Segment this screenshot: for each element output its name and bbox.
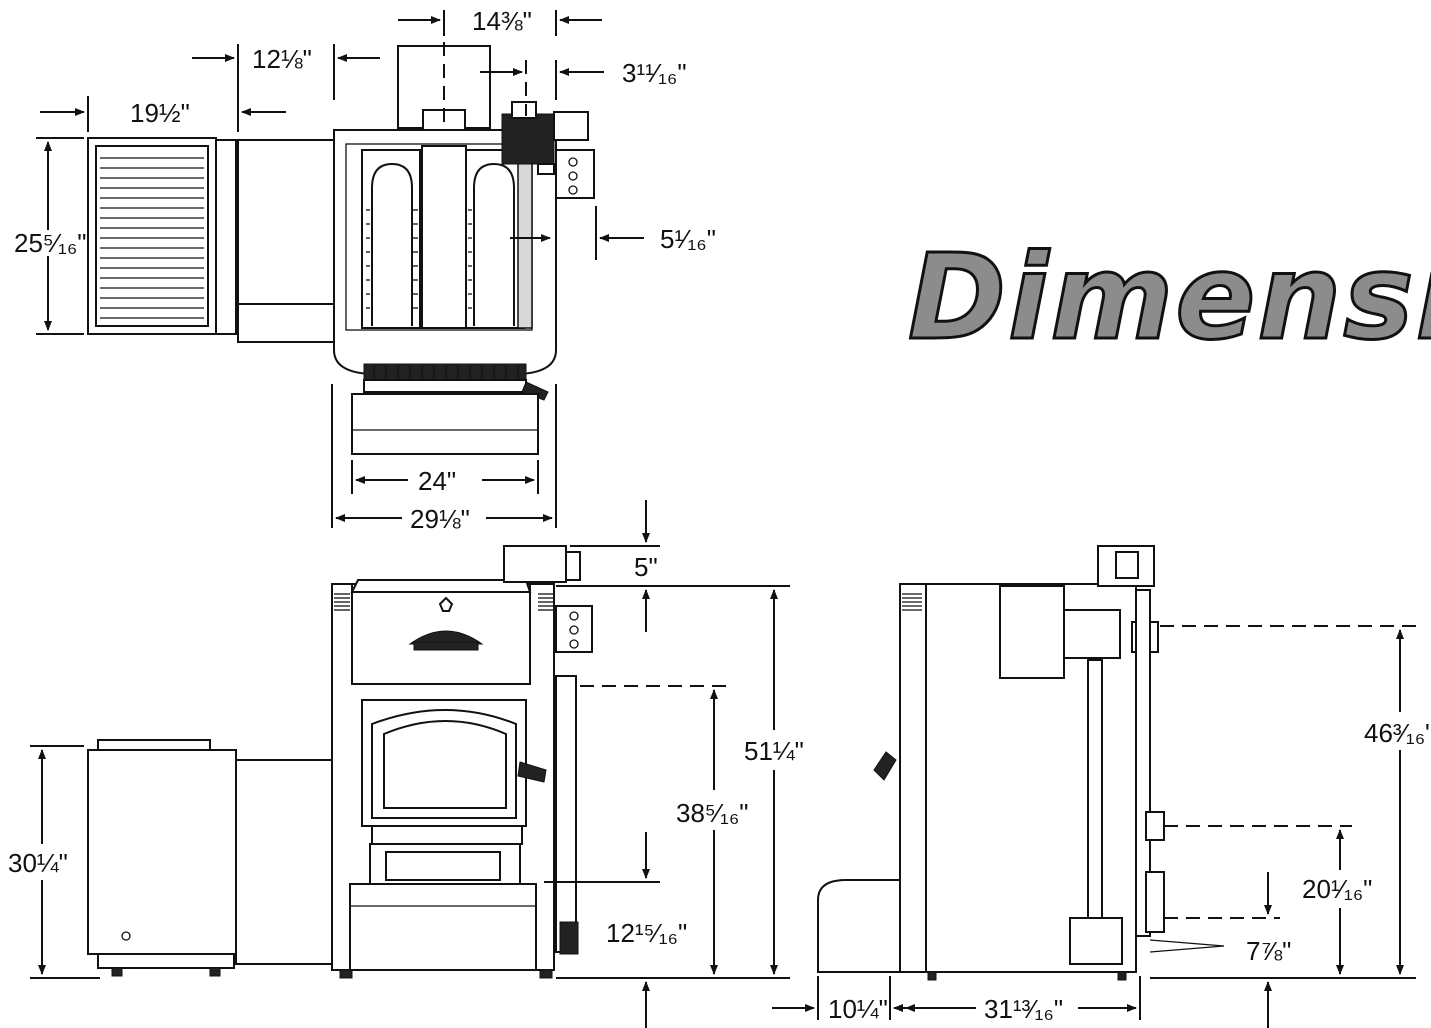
dimension-labels: 14⅜" 12⅛" 3¹¹⁄₁₆" 19½" 25⁵⁄₁₆" 5¹⁄₁₆" 24…: [8, 6, 1431, 1024]
dim-front-extension: 10¼": [828, 994, 888, 1024]
dim-top-clearance: 5": [634, 552, 658, 582]
side-view: [817, 545, 1225, 981]
dim-side-to-flue: 12⅛": [252, 44, 312, 74]
dim-plenum-depth: 25⁵⁄₁₆": [14, 228, 87, 258]
dim-plenum-width: 19½": [130, 98, 190, 128]
dim-base-width: 24": [418, 466, 456, 496]
page-title: Dimension: [908, 228, 1431, 366]
dim-door-height: 38⁵⁄₁₆": [676, 798, 749, 828]
dim-control-depth: 5¹⁄₁₆": [660, 224, 716, 254]
dim-cabinet-depth: 31¹³⁄₁₆": [984, 994, 1063, 1024]
dim-control-offset: 3¹¹⁄₁₆": [622, 58, 687, 88]
top-view: [87, 20, 595, 455]
dim-duct-height: 20¹⁄₁₆": [1302, 874, 1372, 904]
dimension-lines: [30, 10, 1416, 1028]
dim-overall-width: 29⅛": [410, 504, 470, 534]
dim-overall-height: 51¼": [744, 736, 804, 766]
dim-plenum-height: 30¼": [8, 848, 68, 878]
front-view: [87, 545, 593, 979]
dim-flue-spacing: 14⅜": [472, 6, 532, 36]
dim-outlet-height: 7⅞": [1246, 936, 1291, 966]
dim-flue-height: 46³⁄₁₆": [1364, 718, 1431, 748]
dim-base-height: 12¹⁵⁄₁₆": [606, 918, 687, 948]
